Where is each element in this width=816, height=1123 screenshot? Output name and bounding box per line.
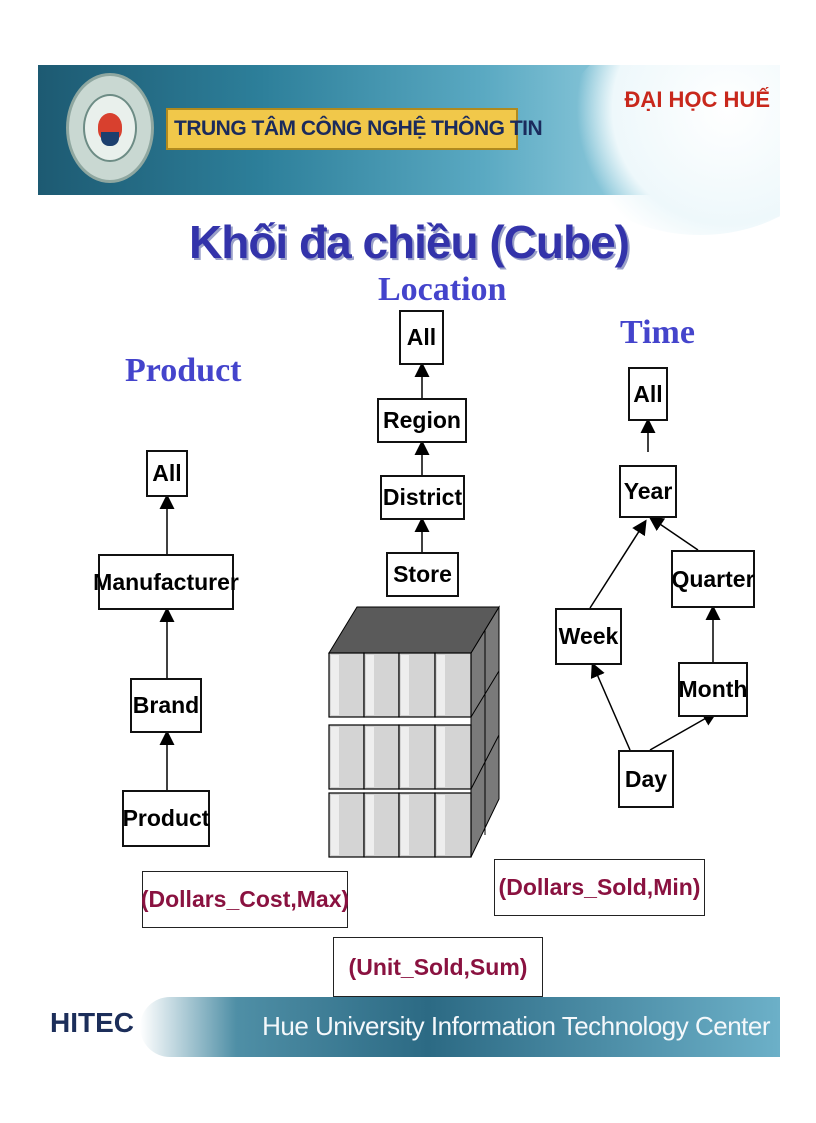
location-level-district: District bbox=[380, 475, 465, 520]
footer-center-name: Hue University Information Technology Ce… bbox=[262, 1011, 770, 1041]
cube-graphic bbox=[328, 605, 500, 858]
location-level-store: Store bbox=[386, 552, 459, 597]
time-level-year: Year bbox=[619, 465, 677, 518]
time-level-all: All bbox=[628, 367, 668, 421]
product-level-product: Product bbox=[122, 790, 210, 847]
time-level-month: Month bbox=[678, 662, 748, 717]
location-level-all: All bbox=[399, 310, 444, 365]
measure-dollars-sold: (Dollars_Sold,Min) bbox=[494, 859, 705, 916]
slide-title: Khối đa chiều (Cube) bbox=[189, 216, 630, 268]
university-logo bbox=[66, 73, 154, 183]
footer: HITEC Hue University Information Technol… bbox=[38, 997, 780, 1057]
slide: TRUNG TÂM CÔNG NGHỆ THÔNG TIN ĐẠI HỌC HU… bbox=[38, 65, 780, 1057]
measure-unit-sold: (Unit_Sold,Sum) bbox=[333, 937, 543, 997]
time-level-day: Day bbox=[618, 750, 674, 808]
location-level-region: Region bbox=[377, 398, 467, 443]
measure-dollars-cost: (Dollars_Cost,Max) bbox=[141, 871, 349, 928]
center-banner: TRUNG TÂM CÔNG NGHỆ THÔNG TIN bbox=[166, 108, 543, 150]
time-level-quarter: Quarter bbox=[671, 550, 755, 608]
hierarchy-connectors bbox=[159, 362, 721, 858]
product-level-all: All bbox=[146, 450, 188, 497]
header: TRUNG TÂM CÔNG NGHỆ THÔNG TIN ĐẠI HỌC HU… bbox=[38, 65, 780, 235]
product-dimension-label: Product bbox=[125, 352, 242, 389]
product-level-manufacturer: Manufacturer bbox=[93, 554, 239, 610]
footer-hitec-logo: HITEC bbox=[50, 1007, 134, 1038]
product-level-brand: Brand bbox=[130, 678, 202, 733]
time-dimension-label: Time bbox=[620, 314, 695, 351]
location-dimension-label: Location bbox=[378, 271, 507, 308]
time-level-week: Week bbox=[555, 608, 622, 665]
university-name: ĐẠI HỌC HUẾ bbox=[624, 87, 770, 112]
